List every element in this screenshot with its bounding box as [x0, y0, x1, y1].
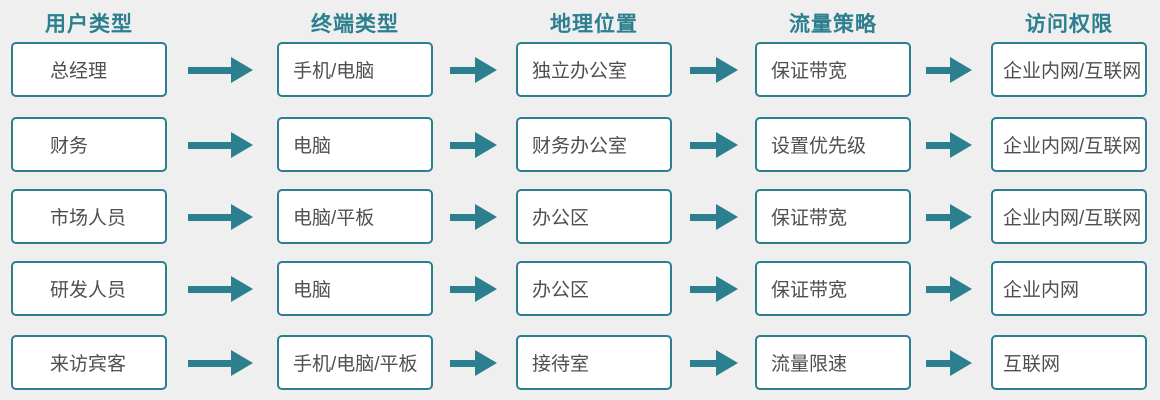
- arrow-right-icon: [450, 275, 497, 303]
- access-rights-box: 企业内网: [991, 261, 1147, 316]
- user-type-box: 总经理: [11, 42, 167, 97]
- arrow-right-icon: [188, 275, 253, 303]
- user-type-box: 研发人员: [11, 261, 167, 316]
- arrow-right-icon: [926, 349, 972, 377]
- location-box: 接待室: [516, 335, 672, 390]
- access-rights-box: 企业内网/互联网: [991, 117, 1147, 172]
- terminal-type-box: 手机/电脑: [277, 42, 433, 97]
- arrow-right-icon: [188, 203, 253, 231]
- column-header-user-type: 用户类型: [45, 13, 133, 36]
- arrow-right-icon: [188, 56, 253, 84]
- arrow-right-icon: [450, 349, 497, 377]
- column-header-access-rights: 访问权限: [1025, 13, 1113, 36]
- column-header-location: 地理位置: [550, 13, 638, 36]
- arrow-right-icon: [188, 349, 253, 377]
- arrow-right-icon: [926, 131, 972, 159]
- arrow-right-icon: [690, 131, 738, 159]
- access-rights-box: 企业内网/互联网: [991, 189, 1147, 244]
- column-header-traffic-policy: 流量策略: [789, 13, 877, 36]
- user-type-box: 市场人员: [11, 189, 167, 244]
- location-box: 办公区: [516, 261, 672, 316]
- terminal-type-box: 电脑/平板: [277, 189, 433, 244]
- location-box: 独立办公室: [516, 42, 672, 97]
- column-header-terminal-type: 终端类型: [311, 13, 399, 36]
- arrow-right-icon: [926, 56, 972, 84]
- arrow-right-icon: [926, 203, 972, 231]
- terminal-type-box: 电脑: [277, 117, 433, 172]
- location-box: 办公区: [516, 189, 672, 244]
- arrow-right-icon: [450, 56, 497, 84]
- access-rights-box: 互联网: [991, 335, 1147, 390]
- location-box: 财务办公室: [516, 117, 672, 172]
- access-rights-box: 企业内网/互联网: [991, 42, 1147, 97]
- terminal-type-box: 手机/电脑/平板: [277, 335, 433, 390]
- arrow-right-icon: [690, 349, 738, 377]
- traffic-policy-box: 设置优先级: [755, 117, 911, 172]
- arrow-right-icon: [450, 203, 497, 231]
- arrow-right-icon: [690, 275, 738, 303]
- user-type-box: 来访宾客: [11, 335, 167, 390]
- arrow-right-icon: [450, 131, 497, 159]
- traffic-policy-box: 保证带宽: [755, 42, 911, 97]
- arrow-right-icon: [188, 131, 253, 159]
- arrow-right-icon: [690, 56, 738, 84]
- traffic-policy-box: 保证带宽: [755, 261, 911, 316]
- traffic-policy-box: 保证带宽: [755, 189, 911, 244]
- arrow-right-icon: [690, 203, 738, 231]
- traffic-policy-box: 流量限速: [755, 335, 911, 390]
- terminal-type-box: 电脑: [277, 261, 433, 316]
- arrow-right-icon: [926, 275, 972, 303]
- user-type-box: 财务: [11, 117, 167, 172]
